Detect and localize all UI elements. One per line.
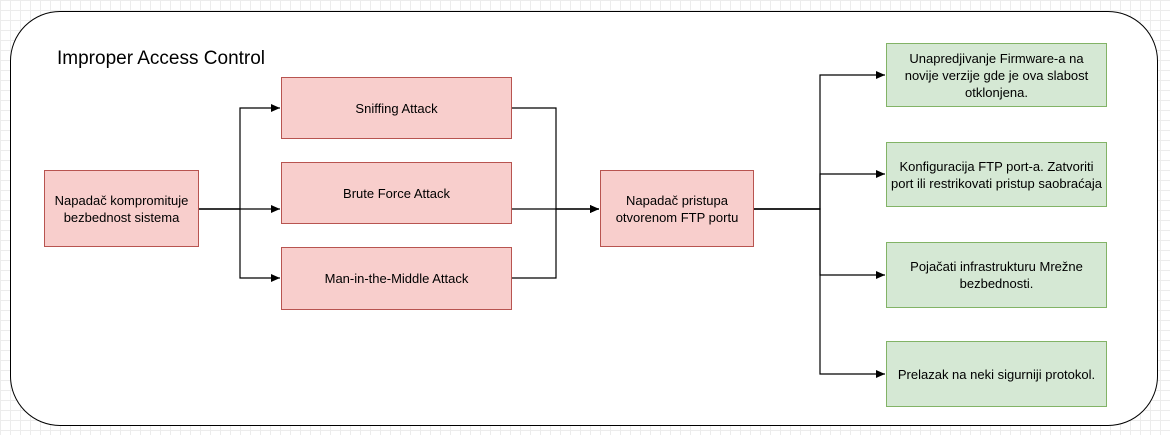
edge-start-to-sniffing (199, 104, 280, 210)
node-secure-protocol[interactable]: Prelazak na neki sigurniji protokol. (886, 341, 1107, 407)
node-network-security[interactable]: Pojačati infrastrukturu Mrežne bezbednos… (886, 242, 1107, 308)
node-brute-force-attack[interactable]: Brute Force Attack (281, 162, 512, 224)
node-start[interactable]: Napadač kompromituje bezbednost sistema (44, 170, 199, 247)
edge-ftp-to-protocol (754, 208, 885, 378)
node-mitm-attack[interactable]: Man-in-the-Middle Attack (281, 247, 512, 310)
edge-start-to-mitm (199, 208, 280, 282)
node-sniffing-attack[interactable]: Sniffing Attack (281, 77, 512, 139)
node-ftp-port-config[interactable]: Konfiguracija FTP port-a. Zatvoriti port… (886, 142, 1107, 207)
edge-ftp-to-ftpconfig (754, 170, 885, 210)
node-firmware-upgrade[interactable]: Unapredjivanje Firmware-a na novije verz… (886, 43, 1107, 107)
node-ftp-access[interactable]: Napadač pristupa otvorenom FTP portu (600, 170, 754, 247)
edge-mitm-to-ftp (512, 205, 599, 279)
diagram-title: Improper Access Control (57, 48, 266, 69)
edge-sniffing-to-ftp (512, 107, 599, 213)
